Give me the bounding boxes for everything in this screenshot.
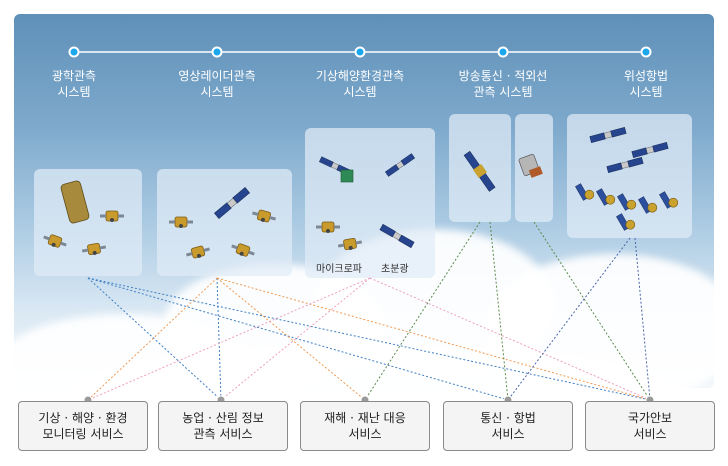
satellite-optical-1-icon	[60, 180, 90, 224]
label-hyperspectral: 초분광	[381, 264, 409, 275]
card-optical	[34, 169, 142, 276]
label-microwave: 마이크로파	[316, 264, 362, 275]
satellite-broadcast-icon	[463, 150, 496, 192]
timeline-node-4	[497, 46, 509, 58]
card-navigation	[567, 114, 692, 238]
timeline-node-3	[354, 46, 366, 58]
card-weather-ocean	[305, 128, 435, 278]
timeline-node-2	[211, 46, 223, 58]
satellite-infrared-icon	[518, 154, 543, 178]
timeline-node-5	[640, 46, 652, 58]
timeline-node-1	[68, 46, 80, 58]
